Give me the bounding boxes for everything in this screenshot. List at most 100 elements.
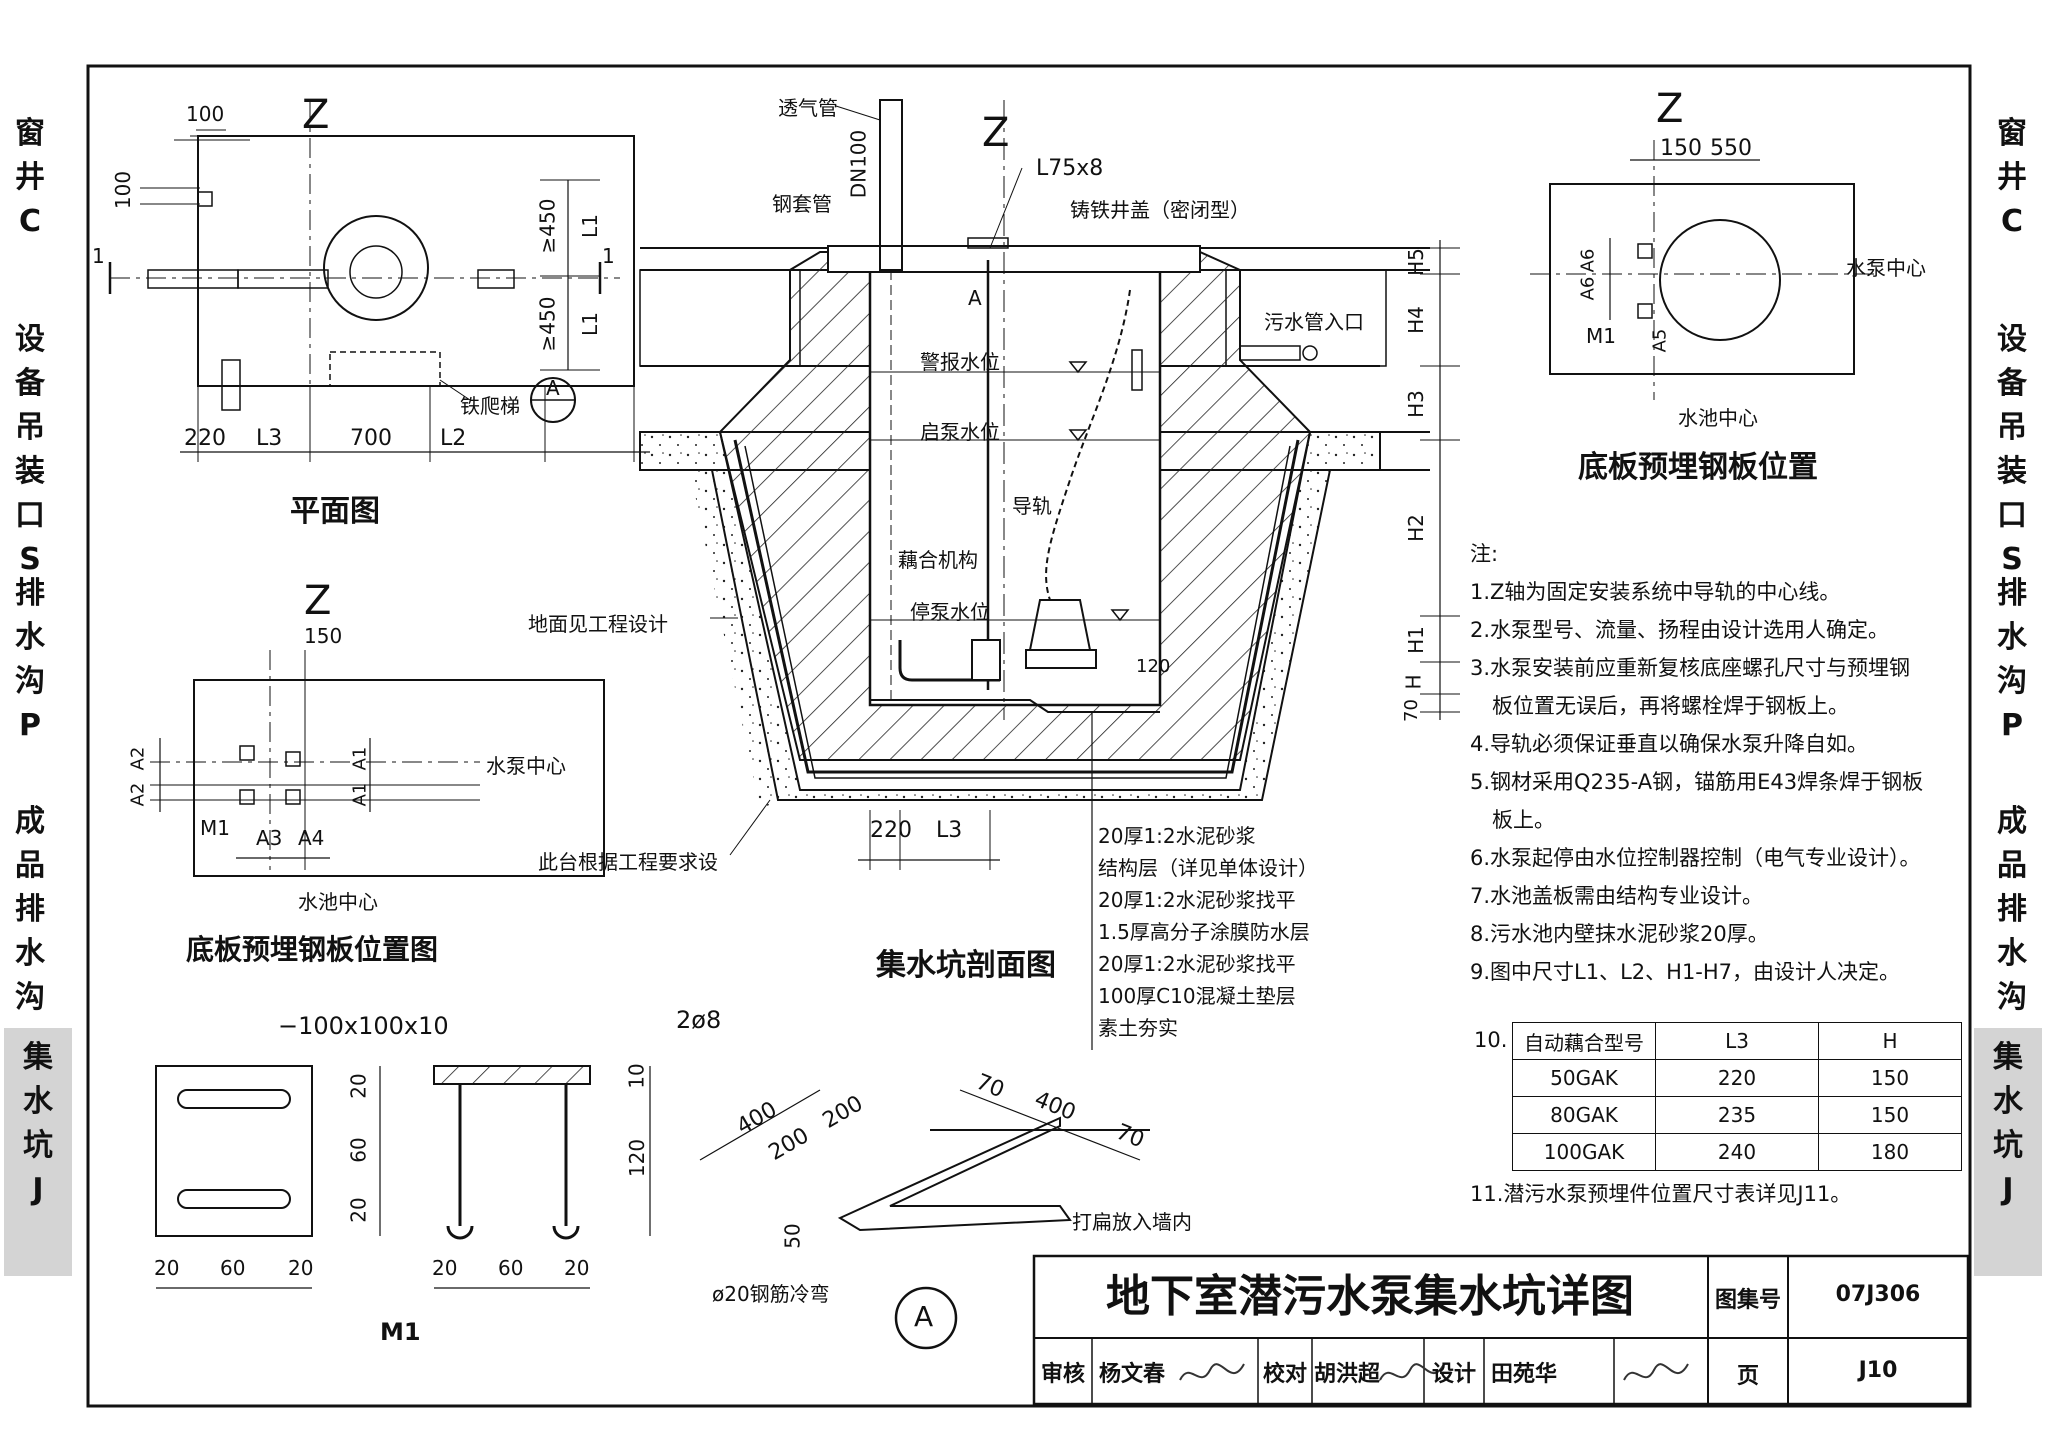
note-9: 9.图中尺寸L1、L2、H1-H7，由设计人决定。	[1470, 960, 1901, 984]
layer-2: 结构层（详见单体设计）	[1098, 856, 1318, 880]
plan-dim-top: 100	[186, 102, 225, 126]
m1-bar-dim-h-20b: 20	[564, 1256, 590, 1280]
detail-a-bar	[699, 1089, 1150, 1350]
layer-3: 20厚1:2水泥砂浆找平	[1098, 888, 1296, 912]
a-dim-50: 50	[780, 1223, 805, 1249]
section-alarm: 警报水位	[920, 350, 1000, 374]
plan-dim-right-1: ≥450	[535, 198, 560, 254]
section-h: H	[1401, 674, 1426, 690]
note-10-label: 10.	[1474, 1028, 1508, 1052]
section-platform: 此台根据工程要求设	[538, 850, 718, 874]
bp-left-title: 底板预埋钢板位置图	[186, 933, 439, 966]
bp-left-plate-label: M1	[200, 816, 230, 840]
section-h5: H5	[1403, 248, 1428, 276]
table-row: 100GAK 240 180	[1512, 1133, 1962, 1171]
manhole-cover	[827, 245, 1201, 273]
note-3-cont: 板位置无误后，再将螺栓焊于钢板上。	[1492, 694, 1849, 718]
plan-dim-bottom-l3: L3	[256, 426, 283, 451]
atlas-label: 图集号	[1714, 1288, 1781, 1313]
section-dim-120: 120	[1136, 656, 1171, 677]
tab-prefab-ditch-right[interactable]: 成 品 排 水 沟 P	[1997, 804, 2027, 1059]
section-a-mark: A	[968, 286, 982, 310]
plan-axis-label: Z	[302, 92, 330, 138]
tab-equipment-hoist-right[interactable]: 设 备 吊 装 口 S	[1997, 322, 2027, 577]
m1-bar-label: 2ø8	[676, 1006, 722, 1034]
plan-dim-right-2: L1	[577, 214, 602, 238]
bp-left-dim-a1-2: A1	[349, 782, 371, 807]
section-rail: 导轨	[1012, 494, 1052, 518]
page-number: J10	[1858, 1358, 1898, 1383]
bp-right-title: 底板预埋钢板位置	[1578, 450, 1818, 485]
table-row: 50GAK 220 150	[1512, 1059, 1962, 1097]
section-dim-l3: L3	[936, 818, 963, 843]
notes-header: 注:	[1470, 542, 1499, 566]
section-start: 启泵水位	[920, 420, 1000, 444]
section-h3: H3	[1403, 390, 1428, 418]
bp-right-plate: M1	[1586, 324, 1616, 348]
title-block	[1032, 1254, 1970, 1406]
note-2: 2.水泵型号、流量、扬程由设计选用人确定。	[1470, 618, 1890, 642]
section-axis: Z	[982, 110, 1010, 156]
table-header-row: 自动藕合型号 L3 H	[1512, 1022, 1962, 1060]
submersible-pump	[1028, 599, 1092, 651]
pit-chamber	[868, 250, 1162, 707]
sump-section-view	[639, 99, 1460, 1050]
design-label: 设计	[1431, 1362, 1476, 1387]
section-h4: H4	[1403, 306, 1428, 334]
section-stop: 停泵水位	[910, 600, 990, 624]
note-6: 6.水泵起停由水位控制器控制（电气专业设计）。	[1470, 846, 1921, 870]
checker-name: 胡洪超	[1313, 1362, 1380, 1387]
pump-circle-plan	[323, 215, 429, 321]
bp-right-a6-2: A6	[1577, 276, 1599, 301]
tab-equipment-hoist[interactable]: 设 备 吊 装 口 S	[15, 322, 45, 577]
atlas-number: 07J306	[1835, 1282, 1921, 1307]
a-bar-label: ø20钢筋冷弯	[712, 1282, 830, 1306]
bp-left-axis: Z	[304, 578, 332, 624]
plan-dim-bottom-220: 220	[184, 426, 226, 451]
plan-dim-left: 100	[111, 170, 136, 210]
tab-sump-pit-right[interactable]: 集 水 坑 J	[1974, 1028, 2042, 1276]
vent-pipe	[879, 99, 903, 271]
note-5-cont: 板上。	[1492, 808, 1555, 832]
layer-4: 1.5厚高分子涂膜防水层	[1098, 920, 1310, 944]
section-70: 70	[1400, 699, 1422, 722]
note-11: 11.潜污水泵预埋件位置尺寸表详见J11。	[1470, 1182, 1852, 1206]
design-notes: 注: 1.Z轴为固定安装系统中导轨的中心线。 2.水泵型号、流量、扬程由设计选用…	[1470, 535, 1923, 991]
tab-drain-ditch[interactable]: 排 水 沟 P	[15, 576, 45, 743]
bp-right-a5: A5	[1649, 328, 1671, 353]
m1-bar-dim-h-60: 60	[498, 1256, 524, 1280]
tab-sump-pit[interactable]: 集 水 坑 J	[4, 1028, 72, 1276]
section-h1: H1	[1403, 626, 1428, 654]
tab-window-well[interactable]: 窗 井 C	[15, 116, 45, 239]
check-label: 校对	[1262, 1362, 1307, 1387]
plan-dim-bottom-700: 700	[350, 426, 392, 451]
bp-right-pool-center: 水池中心	[1678, 406, 1758, 430]
m1-dim-120: 120	[625, 1138, 650, 1178]
sheet-border	[86, 64, 1972, 1408]
table-cell: 50GAK	[1512, 1059, 1656, 1097]
table-cell: 100GAK	[1512, 1133, 1656, 1171]
section-inlet: 污水管入口	[1264, 310, 1364, 334]
m1-dim-h-60: 60	[220, 1256, 246, 1280]
layer-7: 素土夯实	[1098, 1016, 1178, 1040]
tab-drain-ditch-right[interactable]: 排 水 沟 P	[1997, 576, 2027, 743]
bp-left-dim-a1-1: A1	[349, 746, 371, 771]
table-cell: 220	[1655, 1059, 1819, 1097]
section-angle: L75x8	[1036, 156, 1104, 181]
note-4: 4.导轨必须保证垂直以确保水泵升降自如。	[1470, 732, 1869, 756]
tab-window-well-right[interactable]: 窗 井 C	[1997, 116, 2027, 239]
a-detail-marker-label: A	[914, 1300, 934, 1333]
m1-plate-label: −100x100x10	[278, 1012, 449, 1040]
section-dim-220: 220	[870, 818, 912, 843]
plan-title: 平面图	[290, 494, 380, 529]
m1-embed-plate-detail	[155, 1065, 651, 1289]
section-title: 集水坑剖面图	[876, 948, 1056, 983]
detail-a-marker	[894, 1286, 958, 1350]
section-vent-pipe: 透气管	[778, 96, 838, 120]
m1-dim-v-60: 60	[346, 1137, 371, 1163]
table-header: 自动藕合型号	[1512, 1022, 1656, 1060]
table-cell: 235	[1655, 1096, 1819, 1134]
m1-bar-dim-h-20a: 20	[432, 1256, 458, 1280]
bp-right-pump-center: 水泵中心	[1846, 256, 1926, 280]
